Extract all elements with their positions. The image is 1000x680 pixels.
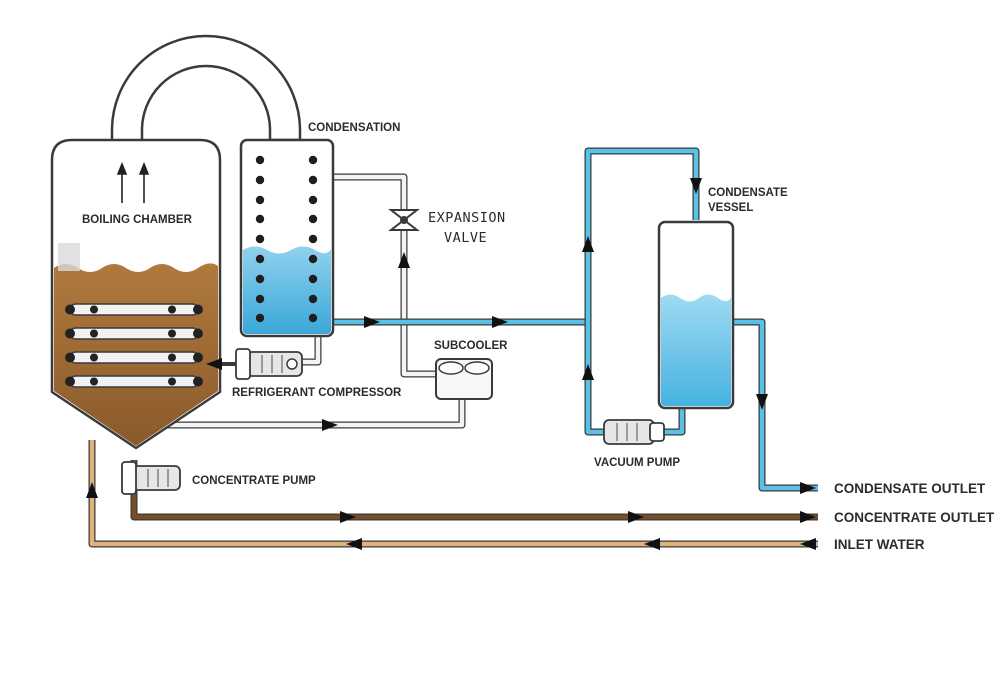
flow-arrow-left <box>346 538 362 550</box>
concentrate-pump-label: CONCENTRATE PUMP <box>192 475 316 487</box>
condenser-tube-dots <box>255 155 318 323</box>
refrigerant-pipe <box>150 173 466 429</box>
subcooler <box>435 358 493 400</box>
heat-exchanger-tubes <box>65 303 203 388</box>
flow-arrow-right <box>800 511 816 523</box>
flow-arrows <box>86 178 816 550</box>
expansion-valve-label-line1: EXPANSION <box>428 210 506 226</box>
boiling-chamber-label: BOILING CHAMBER <box>82 214 193 226</box>
condensate-water <box>243 246 331 334</box>
condensate-vessel-label-line2: VESSEL <box>708 202 753 214</box>
flow-arrow-up <box>582 236 594 252</box>
flow-arrow-left <box>800 538 816 550</box>
condensate-vessel-label-line1: CONDENSATE <box>708 187 788 199</box>
flow-arrow-left <box>206 358 222 370</box>
concentrate-pipe <box>130 460 818 521</box>
labels: CONDENSATION BOILING CHAMBER EXPANSION V… <box>82 122 995 552</box>
vacuum-pump-label: VACUUM PUMP <box>594 457 680 469</box>
flow-arrow-right <box>340 511 356 523</box>
concentrate-pump <box>121 461 181 495</box>
flow-arrow-right <box>364 316 380 328</box>
concentrate-outlet-label: CONCENTRATE OUTLET <box>834 510 995 525</box>
inlet-water-label: INLET WATER <box>834 537 925 552</box>
level-gauge <box>58 243 80 271</box>
vessel-water <box>661 294 731 406</box>
condensate-outlet-label: CONDENSATE OUTLET <box>834 481 986 496</box>
vapor-rise-arrows <box>116 161 150 203</box>
condenser <box>239 138 335 338</box>
flow-arrow-right <box>800 482 816 494</box>
expansion-valve <box>388 209 420 231</box>
flow-arrow-right <box>628 511 644 523</box>
boiling-chamber <box>50 138 222 450</box>
flow-arrow-up <box>582 364 594 380</box>
flow-arrow-down <box>690 178 702 194</box>
flow-arrow-left <box>644 538 660 550</box>
refrigerant-compressor-label: REFRIGERANT COMPRESSOR <box>232 387 402 399</box>
flow-arrow-right <box>492 316 508 328</box>
vacuum-pump <box>603 419 665 445</box>
flow-arrow-down <box>756 394 768 410</box>
flow-arrow-up <box>86 482 98 498</box>
vapor-duct <box>110 34 302 150</box>
refrigerant-compressor <box>216 348 303 380</box>
condensation-label: CONDENSATION <box>308 122 400 134</box>
subcooler-label: SUBCOOLER <box>434 340 508 352</box>
expansion-valve-label-line2: VALVE <box>444 230 487 246</box>
flow-arrow-right <box>322 419 338 431</box>
inlet-water-pipe <box>88 440 818 548</box>
condensate-vessel <box>657 220 735 410</box>
flow-arrow-up <box>398 252 410 268</box>
